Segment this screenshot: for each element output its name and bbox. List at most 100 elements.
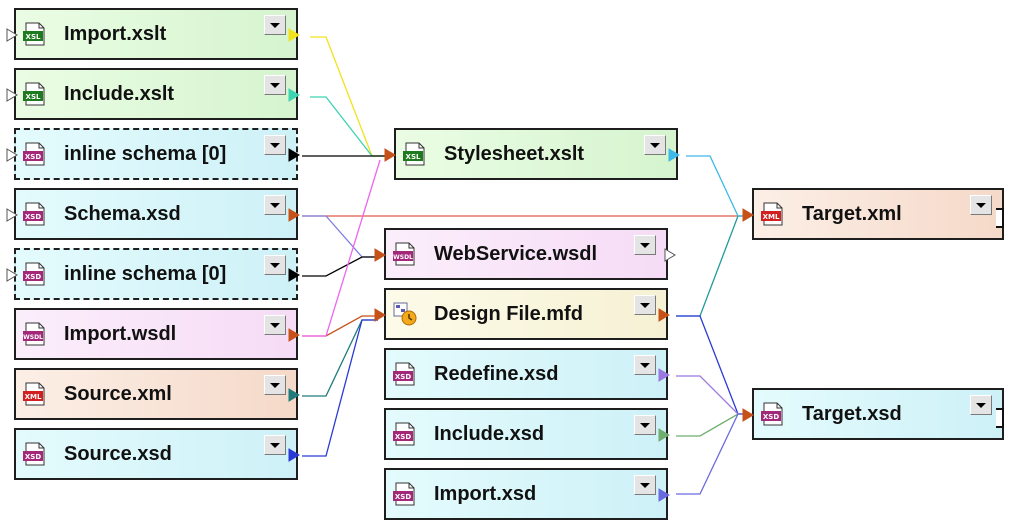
input-port[interactable]	[6, 148, 18, 162]
connector-inline-schema-to-webservice	[302, 256, 378, 277]
input-port[interactable]	[742, 208, 754, 222]
component-menu-dropdown[interactable]	[634, 235, 656, 255]
component-inline-schema-2[interactable]: XSD inline schema [0]	[14, 248, 298, 300]
component-menu-dropdown[interactable]	[634, 415, 656, 435]
component-menu-dropdown[interactable]	[634, 295, 656, 315]
output-port[interactable]	[668, 148, 680, 162]
component-stylesheet-xslt[interactable]: XSL Stylesheet.xslt	[394, 128, 678, 180]
component-menu-dropdown[interactable]	[264, 375, 286, 395]
component-menu-dropdown[interactable]	[264, 255, 286, 275]
connector-import-xsd-to-target-xsd	[676, 413, 746, 495]
component-menu-dropdown[interactable]	[264, 195, 286, 215]
component-label: Import.wsdl	[64, 323, 177, 345]
component-label: WebService.wsdl	[434, 243, 598, 265]
component-menu-dropdown[interactable]	[264, 315, 286, 335]
component-source-xsd[interactable]: XSD Source.xsd	[14, 428, 298, 480]
wsdl-file-icon: WSDL	[23, 322, 45, 346]
component-label: Source.xsd	[64, 443, 172, 465]
component-target-xml[interactable]: XML Target.xml	[752, 188, 1004, 240]
svg-text:XSL: XSL	[26, 93, 41, 101]
xsl-file-icon: XSL	[23, 82, 45, 106]
component-menu-dropdown[interactable]	[970, 395, 992, 415]
mapforce-design-icon	[393, 302, 417, 326]
output-port[interactable]	[288, 448, 300, 462]
input-port[interactable]	[742, 408, 754, 422]
component-menu-dropdown[interactable]	[264, 135, 286, 155]
component-label: Target.xsd	[802, 403, 902, 425]
connector-include-xsd-to-target-xsd	[676, 413, 746, 437]
svg-text:XSD: XSD	[395, 493, 411, 501]
output-port[interactable]	[288, 328, 300, 342]
component-target-xsd[interactable]: XSD Target.xsd	[752, 388, 1004, 440]
input-port[interactable]	[374, 248, 386, 262]
component-menu-dropdown[interactable]	[634, 475, 656, 495]
xml-file-icon: XML	[23, 382, 45, 406]
output-port[interactable]	[288, 208, 300, 222]
component-include-xsd[interactable]: XSD Include.xsd	[384, 408, 668, 460]
svg-text:XSD: XSD	[395, 433, 411, 441]
svg-text:XSD: XSD	[25, 273, 41, 281]
output-port[interactable]	[288, 148, 300, 162]
svg-text:XSD: XSD	[25, 453, 41, 461]
input-port[interactable]	[374, 308, 386, 322]
svg-text:XSL: XSL	[406, 153, 421, 161]
output-port[interactable]	[658, 308, 670, 322]
component-menu-dropdown[interactable]	[634, 355, 656, 375]
xsl-file-icon: XSL	[23, 22, 45, 46]
xsd-file-icon: XSD	[23, 202, 45, 226]
xsd-file-icon: XSD	[393, 482, 415, 506]
svg-text:XSD: XSD	[395, 373, 411, 381]
component-label: Redefine.xsd	[434, 363, 559, 385]
connector-import-wsdl-to-stylesheet	[302, 159, 381, 337]
component-redefine-xsd[interactable]: XSD Redefine.xsd	[384, 348, 668, 400]
output-port[interactable]	[658, 488, 670, 502]
output-port[interactable]	[288, 268, 300, 282]
xsd-file-icon: XSD	[393, 422, 415, 446]
component-import-wsdl[interactable]: WSDL Import.wsdl	[14, 308, 298, 360]
svg-text:XML: XML	[25, 393, 42, 401]
input-port[interactable]	[6, 28, 18, 42]
connector-source-xsd-to-design	[302, 319, 378, 457]
connector-design-to-target-xml	[676, 215, 746, 317]
wsdl-file-icon: WSDL	[393, 242, 415, 266]
output-bracket	[996, 208, 1004, 228]
output-port[interactable]	[658, 428, 670, 442]
connector-schema-to-webservice	[302, 215, 378, 258]
xml-file-icon: XML	[761, 202, 783, 226]
xsd-file-icon: XSD	[761, 402, 783, 426]
output-port[interactable]	[288, 388, 300, 402]
input-port[interactable]	[384, 148, 396, 162]
component-menu-dropdown[interactable]	[264, 15, 286, 35]
input-port[interactable]	[6, 208, 18, 222]
output-bracket	[996, 408, 1004, 428]
xsl-file-icon: XSL	[403, 142, 425, 166]
svg-text:XSD: XSD	[25, 153, 41, 161]
output-port[interactable]	[288, 88, 300, 102]
input-port[interactable]	[6, 268, 18, 282]
component-design-file-mfd[interactable]: Design File.mfd	[384, 288, 668, 340]
component-menu-dropdown[interactable]	[264, 75, 286, 95]
component-label: Stylesheet.xslt	[444, 143, 585, 165]
component-menu-dropdown[interactable]	[644, 135, 666, 155]
component-include-xslt[interactable]: XSL Include.xslt	[14, 68, 298, 120]
output-port[interactable]	[288, 28, 300, 42]
svg-text:WSDL: WSDL	[393, 254, 413, 261]
component-webservice-wsdl[interactable]: WSDL WebService.wsdl	[384, 228, 668, 280]
component-label: inline schema [0]	[64, 263, 227, 285]
output-port[interactable]	[664, 248, 676, 262]
component-menu-dropdown[interactable]	[264, 435, 286, 455]
connector-source-xml-to-design	[302, 319, 378, 397]
component-menu-dropdown[interactable]	[970, 195, 992, 215]
input-port[interactable]	[6, 88, 18, 102]
component-label: Target.xml	[802, 203, 902, 225]
output-port[interactable]	[658, 368, 670, 382]
connector-import-wsdl-to-design	[302, 315, 378, 337]
component-label: Include.xslt	[64, 83, 175, 105]
component-label: Include.xsd	[434, 423, 545, 445]
